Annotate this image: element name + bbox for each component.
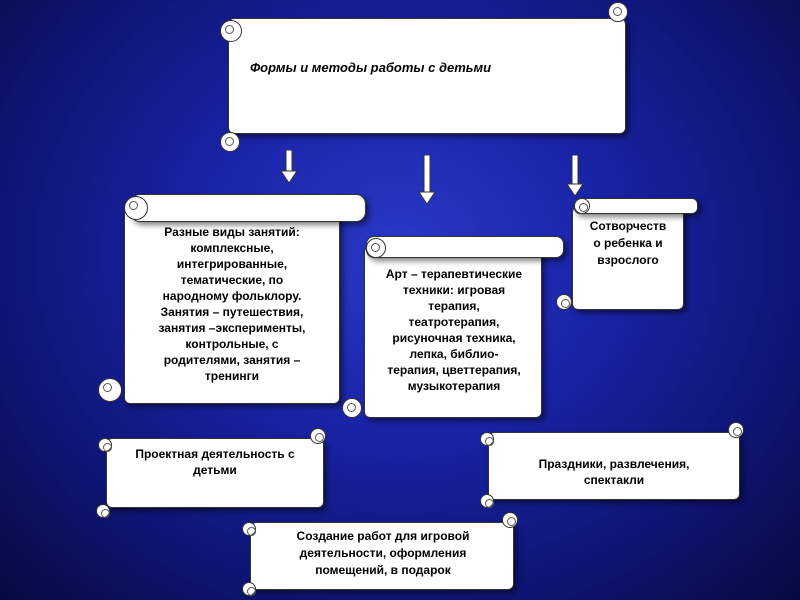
project-scroll-curl-topleft	[98, 438, 112, 452]
cocreation-scroll-curl-bottom	[556, 294, 572, 310]
arrow-down-left	[280, 150, 298, 184]
art-therapy-scroll-top-roll	[366, 236, 564, 258]
art-therapy-scroll-curl-bottom	[342, 398, 362, 418]
art-therapy-scroll	[364, 246, 542, 418]
creation-scroll-curl-bottom	[242, 582, 256, 596]
creation-text: Создание работ для игровой деятельности,…	[296, 529, 470, 577]
classes-scroll-curl-top	[124, 196, 148, 220]
project-scroll-curl-bottom	[96, 504, 110, 518]
classes-scroll-curl-bottom	[98, 378, 122, 402]
cocreation-scroll-curl-top	[574, 198, 590, 214]
holidays-scroll-curl-topright	[728, 422, 744, 438]
cocreation-text: Сотворчеств о ребенка и взрослого	[589, 219, 667, 267]
diagram-title: Формы и методы работы с детьми	[250, 60, 492, 75]
cocreation-scroll-top-roll	[574, 198, 698, 214]
arrow-down-right	[566, 155, 584, 197]
cocreation-scroll	[572, 206, 684, 310]
classes-scroll	[124, 208, 340, 404]
creation-scroll-curl-topleft	[242, 522, 256, 536]
title-scroll-curl-left	[220, 20, 242, 42]
title-scroll-curl-bottom	[220, 132, 240, 152]
art-therapy-text: Арт – терапевтические техники: игровая т…	[385, 267, 523, 393]
title-scroll-curl-right	[608, 2, 628, 22]
project-text: Проектная деятельность с детьми	[135, 447, 295, 477]
project-scroll-curl-topright	[310, 428, 326, 444]
project-scroll	[106, 438, 324, 508]
holidays-scroll	[488, 432, 740, 500]
arrow-down-center	[418, 155, 436, 205]
classes-scroll-top-roll	[130, 194, 366, 222]
holidays-scroll-curl-topleft	[480, 432, 494, 446]
art-therapy-scroll-curl-top	[366, 238, 386, 258]
creation-scroll	[250, 522, 514, 590]
holidays-scroll-curl-bottom	[480, 494, 494, 508]
classes-text: Разные виды занятий: комплексные, интегр…	[158, 225, 306, 383]
holidays-text: Праздники, развлечения, спектакли	[538, 457, 690, 487]
creation-scroll-curl-topright	[502, 512, 518, 528]
title-scroll	[228, 18, 626, 134]
